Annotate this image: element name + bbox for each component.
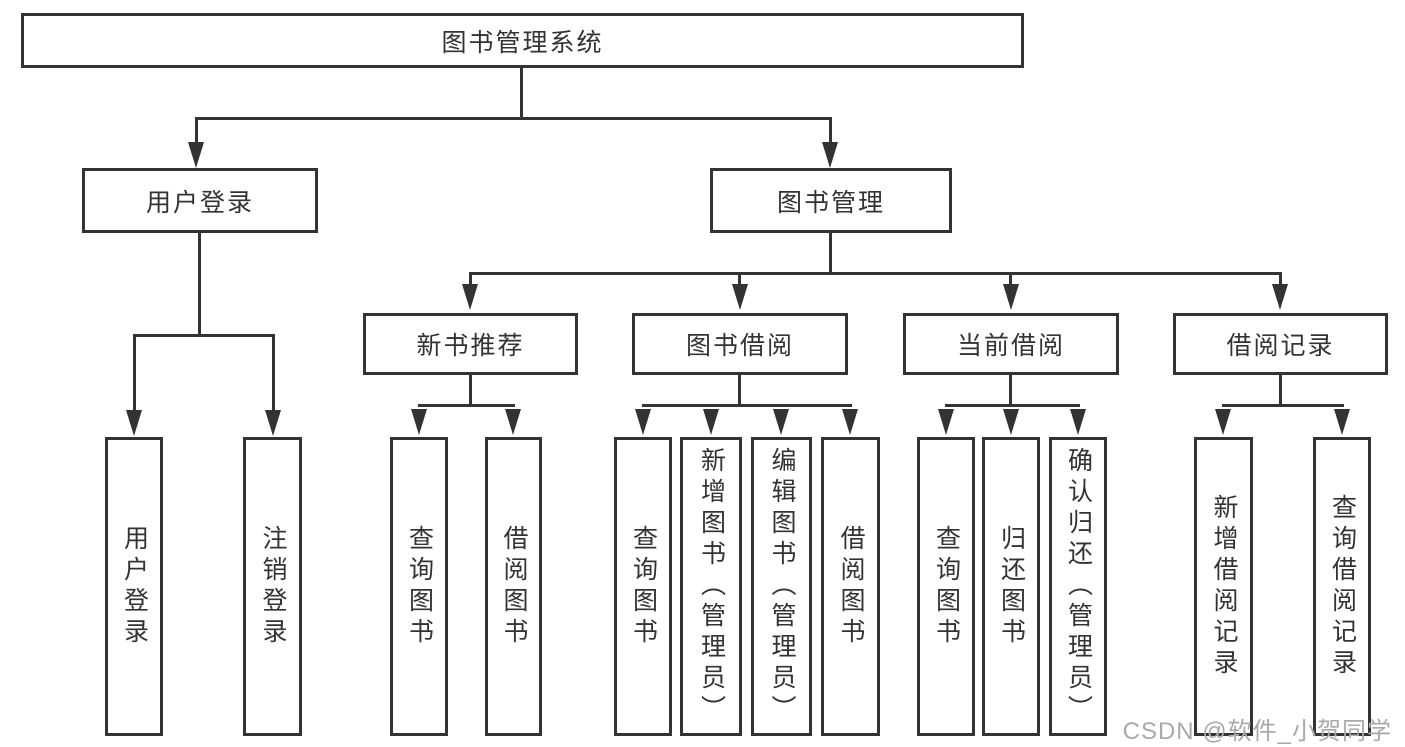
node-user-login: 用户登录 (82, 168, 318, 233)
arrow-down-icon (1334, 409, 1350, 435)
connector-line (1222, 404, 1344, 407)
leaf-borrow-book-1: 借阅图书 (485, 437, 542, 736)
arrow-down-icon (265, 410, 281, 436)
node-book-management: 图书管理 (710, 168, 952, 233)
leaf-query-borrow-record: 查询借阅记录 (1313, 437, 1371, 736)
arrow-down-icon (1272, 284, 1288, 310)
leaf-confirm-return-admin-label: 确认归还（管理员） (1064, 447, 1093, 726)
connector-line (1009, 375, 1012, 407)
arrow-down-icon (822, 142, 838, 168)
connector-line (738, 375, 741, 407)
node-root-label: 图书管理系统 (441, 28, 604, 57)
connector-line (1279, 375, 1282, 407)
node-current-borrow: 当前借阅 (903, 313, 1119, 375)
arrow-down-icon (703, 409, 719, 435)
node-current-borrow-label: 当前借阅 (956, 332, 1065, 360)
leaf-query-book-3-label: 查询图书 (932, 524, 961, 649)
connector-line (133, 334, 136, 412)
node-root: 图书管理系统 (21, 13, 1024, 68)
connector-line (738, 272, 741, 288)
arrow-down-icon (1003, 284, 1019, 310)
arrow-down-icon (938, 409, 954, 435)
connector-line (469, 375, 472, 407)
connector-line (195, 117, 198, 145)
arrow-down-icon (1070, 409, 1086, 435)
connector-line (272, 334, 275, 412)
arrow-down-icon (505, 409, 521, 435)
leaf-query-book-1-label: 查询图书 (405, 524, 434, 649)
leaf-borrow-book-1-label: 借阅图书 (500, 524, 528, 649)
leaf-query-book-1: 查询图书 (390, 437, 448, 736)
leaf-logout: 注销登录 (243, 437, 302, 736)
leaf-logout-label: 注销登录 (259, 524, 287, 649)
leaf-borrow-book-2-label: 借阅图书 (837, 524, 865, 649)
node-borrow-record-label: 借阅记录 (1226, 332, 1335, 360)
leaf-edit-book-admin-label: 编辑图书（管理员） (768, 447, 796, 726)
arrow-down-icon (1003, 409, 1019, 435)
arrow-down-icon (842, 409, 858, 435)
leaf-edit-book-admin: 编辑图书（管理员） (751, 437, 812, 736)
connector-line (198, 233, 201, 336)
leaf-user-login-label: 用户登录 (120, 524, 149, 649)
node-book-borrow-label: 图书借阅 (685, 332, 794, 360)
node-borrow-record: 借阅记录 (1173, 313, 1388, 375)
node-new-book-recommend-label: 新书推荐 (416, 332, 525, 360)
connector-line (469, 272, 472, 288)
leaf-query-book-2: 查询图书 (614, 437, 672, 736)
connector-line (1009, 272, 1012, 288)
leaf-query-book-3: 查询图书 (917, 437, 975, 736)
arrow-down-icon (188, 142, 204, 168)
connector-line (520, 68, 523, 118)
leaf-add-book-admin-label: 新增图书（管理员） (697, 447, 726, 726)
arrow-down-icon (1215, 409, 1231, 435)
arrow-down-icon (126, 410, 142, 436)
connector-line (418, 404, 515, 407)
leaf-borrow-book-2: 借阅图书 (821, 437, 880, 736)
connector-line (945, 404, 1080, 407)
leaf-query-book-2-label: 查询图书 (629, 524, 658, 649)
connector-line (829, 117, 832, 145)
arrow-down-icon (732, 284, 748, 310)
arrow-down-icon (635, 409, 651, 435)
leaf-user-login: 用户登录 (105, 437, 163, 736)
connector-line (829, 233, 832, 275)
node-book-management-label: 图书管理 (776, 188, 885, 217)
leaf-return-book: 归还图书 (982, 437, 1040, 736)
node-book-borrow: 图书借阅 (632, 313, 848, 375)
arrow-down-icon (462, 284, 478, 310)
connector-line (469, 272, 1281, 275)
arrow-down-icon (773, 409, 789, 435)
node-user-login-label: 用户登录 (145, 188, 254, 217)
leaf-add-borrow-record: 新增借阅记录 (1194, 437, 1253, 736)
arrow-down-icon (411, 409, 427, 435)
connector-line (1279, 272, 1282, 288)
leaf-return-book-label: 归还图书 (997, 524, 1026, 649)
connector-line (133, 334, 275, 337)
connector-line (195, 117, 832, 120)
leaf-add-book-admin: 新增图书（管理员） (680, 437, 742, 736)
connector-line (642, 404, 852, 407)
node-new-book-recommend: 新书推荐 (363, 313, 578, 375)
leaf-query-borrow-record-label: 查询借阅记录 (1328, 493, 1357, 680)
leaf-confirm-return-admin: 确认归还（管理员） (1049, 437, 1107, 736)
leaf-add-borrow-record-label: 新增借阅记录 (1210, 493, 1238, 680)
csdn-watermark: CSDN @软件_小贺同学 (1122, 718, 1392, 745)
